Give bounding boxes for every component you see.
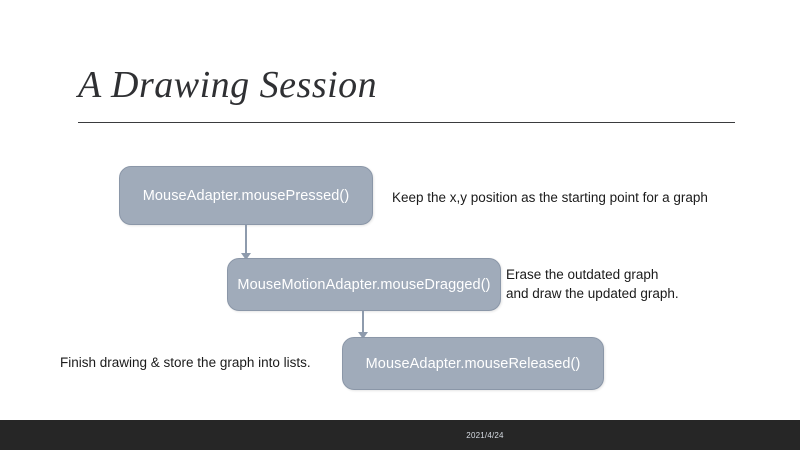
footer-date: 2021/4/24 xyxy=(466,430,504,440)
arrow-down-icon-connector-1 xyxy=(240,225,252,260)
caption-mouse-released: Finish drawing & store the graph into li… xyxy=(60,355,311,370)
connector-stem xyxy=(362,311,364,338)
flow-node-label: MouseAdapter.mouseReleased() xyxy=(365,355,581,372)
connector-stem xyxy=(245,225,247,259)
page-title: A Drawing Session xyxy=(78,64,378,106)
flow-node-mouse-released[interactable]: MouseAdapter.mouseReleased() xyxy=(342,337,604,390)
caption-mouse-pressed: Keep the x,y position as the starting po… xyxy=(392,190,708,205)
flow-node-mouse-dragged[interactable]: MouseMotionAdapter.mouseDragged() xyxy=(227,258,501,311)
caption-mouse-dragged: Erase the outdated graph and draw the up… xyxy=(506,267,679,301)
flow-node-label: MouseMotionAdapter.mouseDragged() xyxy=(237,276,491,293)
flow-node-mouse-pressed[interactable]: MouseAdapter.mousePressed() xyxy=(119,166,373,225)
connector-arrowhead xyxy=(358,332,368,339)
connector-arrowhead xyxy=(241,253,251,260)
title-divider xyxy=(78,122,735,123)
flow-node-label: MouseAdapter.mousePressed() xyxy=(142,187,350,204)
arrow-down-icon-connector-2 xyxy=(357,311,369,339)
footer-bar: 2021/4/24 xyxy=(0,420,800,450)
